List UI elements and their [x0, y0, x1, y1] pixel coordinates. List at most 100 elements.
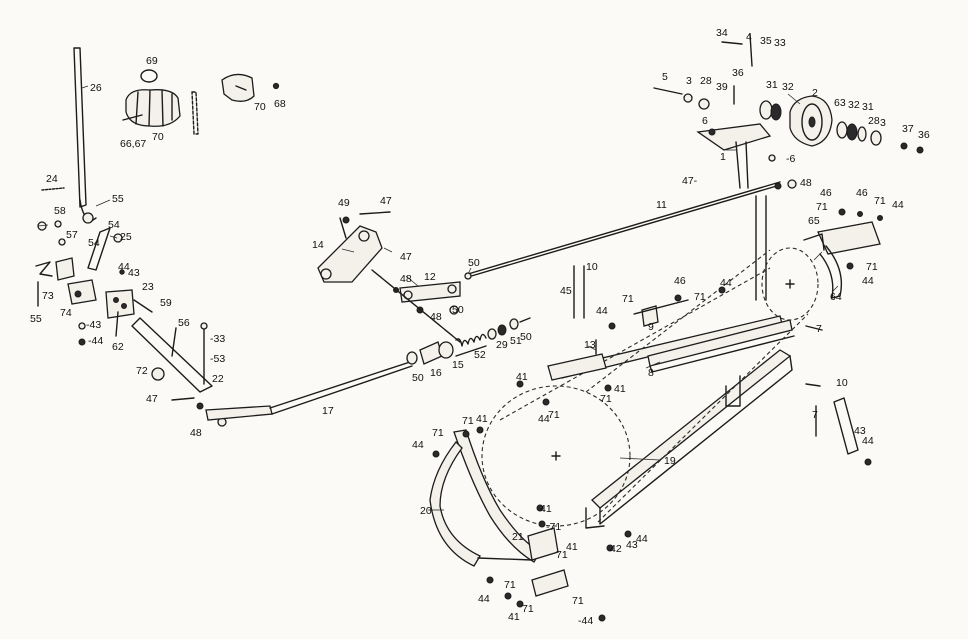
callout-label: 37	[902, 123, 914, 135]
callout-label: 50	[520, 331, 532, 343]
callout-label: 73	[42, 290, 54, 302]
spring-assembly	[371, 269, 531, 365]
callout-label: 11	[656, 199, 667, 211]
control-lever	[73, 47, 97, 224]
callout-label: 71	[432, 427, 444, 439]
belt-and-pulleys	[481, 247, 819, 527]
callout-label: 41	[540, 503, 552, 515]
callout-label: 55	[112, 193, 124, 205]
callout-label: 71	[462, 415, 474, 427]
callout-label: 32	[782, 81, 794, 93]
callout-label: 47	[380, 195, 392, 207]
callout-label: 44	[538, 413, 550, 425]
callout-label: 72	[136, 365, 148, 377]
callout-label: 19	[664, 455, 676, 467]
callout-label: -43	[86, 319, 101, 331]
drive-pulley-assembly	[653, 33, 924, 190]
lever-pivot-bracket	[35, 187, 153, 346]
callout-label: 44	[892, 199, 904, 211]
callout-label: 42	[610, 543, 622, 555]
callout-label: 41	[508, 611, 520, 623]
callout-label: 51	[510, 335, 522, 347]
connecting-rod-17	[205, 361, 413, 421]
callout-label: 26	[90, 82, 102, 94]
callout-label: 71	[504, 579, 516, 591]
callout-label: 44	[720, 277, 732, 289]
callout-label: 8	[648, 367, 654, 379]
callout-label: 32	[848, 99, 860, 111]
callout-label: 28	[700, 75, 712, 87]
callout-label: 35	[760, 35, 772, 47]
callout-label: 25	[120, 231, 132, 243]
callout-label: 71	[816, 201, 828, 213]
callout-label: 39	[716, 81, 728, 93]
callout-label: 3	[686, 75, 692, 87]
callout-label: 59	[160, 297, 172, 309]
callout-label: 7	[816, 323, 822, 335]
lever-14	[317, 211, 391, 283]
callout-label: 43	[854, 425, 866, 437]
callout-label: 6	[702, 115, 708, 127]
callout-label: 5	[662, 71, 668, 83]
callout-label: 56	[178, 317, 190, 329]
callout-label: 41	[614, 383, 626, 395]
callout-label: 70	[152, 131, 164, 143]
callout-label: 71	[556, 549, 568, 561]
callout-label: 74	[60, 307, 72, 319]
callout-label: 1	[720, 151, 726, 163]
callout-label: 46	[674, 275, 686, 287]
callout-label: 10	[586, 261, 598, 273]
belt-guide-parts	[547, 265, 872, 466]
callout-label: 44	[636, 533, 648, 545]
callout-label: 22	[212, 373, 224, 385]
callout-label: 41	[516, 371, 528, 383]
callout-label: 48	[800, 177, 812, 189]
callout-label: 3	[880, 117, 886, 129]
callout-label: 47	[146, 393, 158, 405]
callout-label: 13	[584, 339, 596, 351]
callout-label: 36	[918, 129, 930, 141]
callout-label: 28	[868, 115, 880, 127]
callout-label: 4	[746, 31, 752, 43]
callout-label: -53	[210, 353, 225, 365]
callout-label: 9	[648, 321, 654, 333]
callout-label: 10	[836, 377, 848, 389]
callout-label: 12	[424, 271, 436, 283]
callout-label: 43	[128, 267, 140, 279]
callout-label: 34	[716, 27, 728, 39]
callout-label: 69	[146, 55, 158, 67]
callout-label: 44	[862, 435, 874, 447]
callout-label: -6	[786, 153, 795, 165]
callout-label: 31	[766, 79, 778, 91]
callout-label: 71	[600, 393, 612, 405]
callout-label: 41	[566, 541, 578, 553]
callout-label: 71	[874, 195, 886, 207]
callout-label: 64	[830, 291, 842, 303]
leader-lines	[37, 85, 839, 511]
callout-label: 48	[430, 311, 442, 323]
callout-label: 7	[812, 409, 818, 421]
callout-label: 47	[400, 251, 412, 263]
callout-label: 44	[862, 275, 874, 287]
callout-label: 50	[412, 372, 424, 384]
callout-label: -44	[578, 615, 593, 627]
callout-label: 31	[862, 101, 874, 113]
callout-label: 54	[108, 219, 120, 231]
callout-label: 63	[834, 97, 846, 109]
callout-label: 54	[88, 237, 100, 249]
callout-label: 44	[118, 261, 130, 273]
callout-label: 46	[820, 187, 832, 199]
callout-label: 23	[142, 281, 154, 293]
callout-label: 68	[274, 98, 286, 110]
callout-label: 57	[66, 229, 78, 241]
callout-label: 62	[112, 341, 124, 353]
callout-label: -33	[210, 333, 225, 345]
callout-label: 17	[322, 405, 334, 417]
callout-label: 21	[512, 531, 524, 543]
callout-label: 24	[46, 173, 58, 185]
callout-label: 50	[452, 304, 464, 316]
callout-label: 29	[496, 339, 508, 351]
callout-label: 55	[30, 313, 42, 325]
callout-label: 44	[412, 439, 424, 451]
